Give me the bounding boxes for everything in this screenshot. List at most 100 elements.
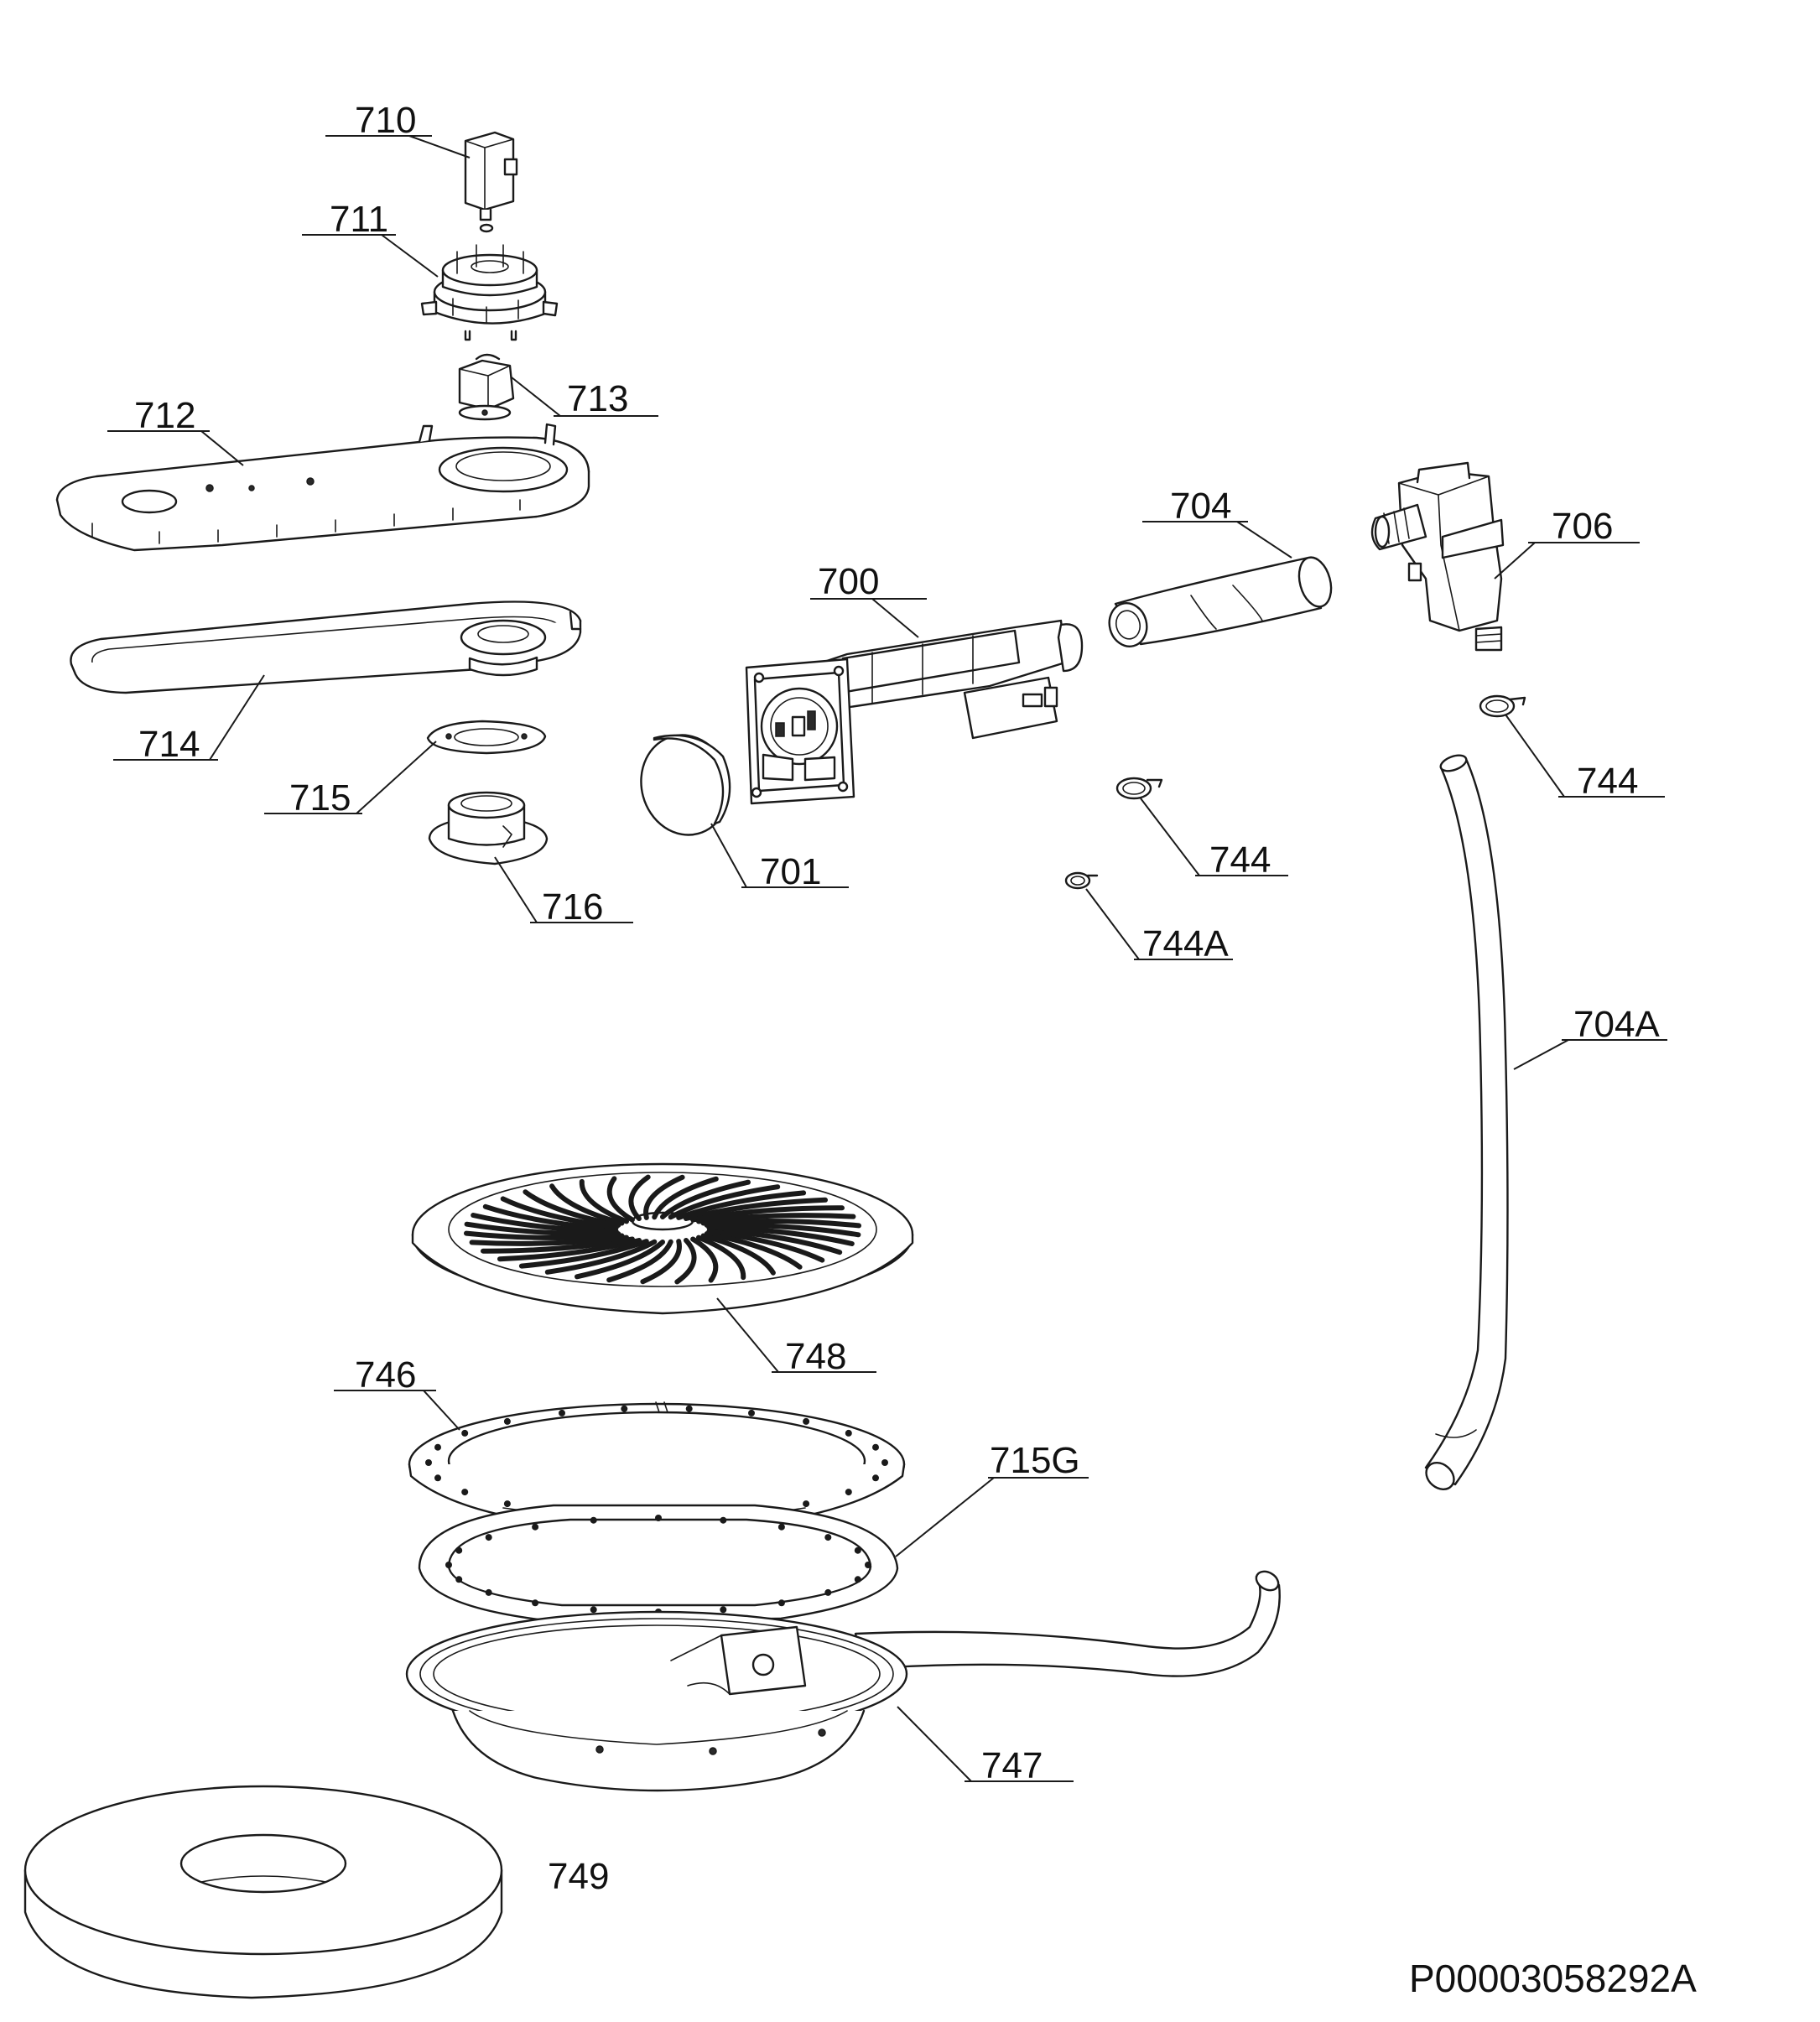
callout-713: 713 [567,378,628,419]
part-704-hose [1108,556,1333,647]
filter-slot [652,1176,719,1220]
filter-slot [690,1205,845,1223]
callout-716: 716 [542,886,603,928]
part-748-filter-plate [411,1162,914,1315]
callout-labels: 710 711 713 712 714 715 716 700 701 704 … [134,100,1660,1897]
filter-slot [690,1236,719,1283]
filter-slot [628,1174,651,1221]
filter-slot [523,1189,621,1228]
part-714-cover [70,600,582,694]
callout-701: 701 [760,851,821,892]
filter-slot [464,1221,621,1237]
filter-slot [707,1227,843,1255]
part-744-clamp-right [1479,694,1526,718]
ring-hole [865,1562,871,1568]
callout-714: 714 [138,724,200,765]
filter-slot [481,1236,635,1254]
filter-slot [700,1218,861,1229]
ring-hole [532,1599,539,1607]
filter-slot [700,1233,776,1276]
part-710-sensor [464,131,518,233]
ring-hole [590,1516,597,1524]
ring-hole [621,1405,628,1412]
ring-hole [590,1606,597,1614]
part-713-block [458,353,515,421]
ring-hole [824,1534,832,1541]
part-749-pad [23,1785,503,1999]
callout-712: 712 [134,395,195,436]
callout-704: 704 [1170,486,1231,527]
ring-hole [655,1515,662,1521]
filter-slot [643,1174,685,1220]
filter-slot [464,1230,625,1241]
filter-slot [676,1190,807,1220]
filter-slot [674,1238,697,1285]
callout-711: 711 [330,199,388,240]
filter-slot [500,1196,619,1230]
ring-hole [445,1562,452,1568]
ring-hole [434,1443,441,1451]
ring-hole [425,1459,432,1466]
callout-744-mid: 744 [1209,839,1271,881]
filter-slot [518,1239,649,1269]
part-715-gasket [426,720,547,755]
callout-700: 700 [818,561,879,602]
filter-slot [660,1179,751,1219]
callout-747: 747 [981,1745,1043,1786]
part-744A-clamp [1064,871,1099,890]
ring-hole [881,1459,888,1466]
filter-slot [606,1239,673,1283]
ring-hole [455,1576,463,1583]
ring-hole [803,1417,810,1425]
filter-slot [471,1213,619,1235]
callout-706: 706 [1552,506,1613,547]
filter-slot [704,1222,861,1238]
part-712-spray-arm [55,423,590,552]
ring-hole [461,1429,469,1437]
ring-hole [845,1489,852,1496]
ring-hole [824,1588,832,1596]
ring-hole [461,1489,469,1496]
callout-749: 749 [548,1856,609,1897]
part-715G-gasket [418,1504,899,1622]
filter-slot [696,1235,746,1281]
filter-slot [549,1183,625,1226]
callout-715G: 715G [990,1440,1080,1481]
drawing-code: P00003058292A [1409,1957,1697,2000]
ring-hole [872,1474,879,1482]
ring-hole [872,1443,879,1451]
part-744-clamp-mid [1115,777,1163,800]
filter-slot [544,1239,658,1275]
ring-hole [685,1405,693,1412]
filter-slot [668,1184,781,1220]
callout-710: 710 [355,100,416,141]
part-701-cap [640,734,731,836]
ring-hole [748,1409,755,1416]
part-700-heater-housing [745,619,1084,805]
ring-hole [803,1500,810,1508]
filter-slot [469,1235,629,1246]
ring-hole [845,1429,852,1437]
filter-slot [575,1240,665,1280]
ring-hole [434,1474,441,1482]
callout-744A: 744A [1142,923,1229,964]
filter-slot [706,1229,825,1263]
ring-hole [455,1546,463,1554]
callout-748: 748 [785,1336,846,1377]
ring-hole [720,1606,727,1614]
ring-hole [777,1523,785,1531]
leader-lines [107,135,1667,1782]
ring-hole [559,1409,565,1416]
filter-slot [497,1238,642,1262]
ring-hole [854,1576,861,1583]
filter-slot [684,1197,828,1221]
ring-hole [777,1599,785,1607]
part-747-sump [405,1570,1281,1792]
ring-hole [503,1500,511,1508]
callout-744-right: 744 [1577,761,1638,802]
callout-715: 715 [289,777,351,819]
ring-hole [485,1534,492,1541]
ring-hole [485,1588,492,1596]
ring-hole [503,1417,511,1425]
